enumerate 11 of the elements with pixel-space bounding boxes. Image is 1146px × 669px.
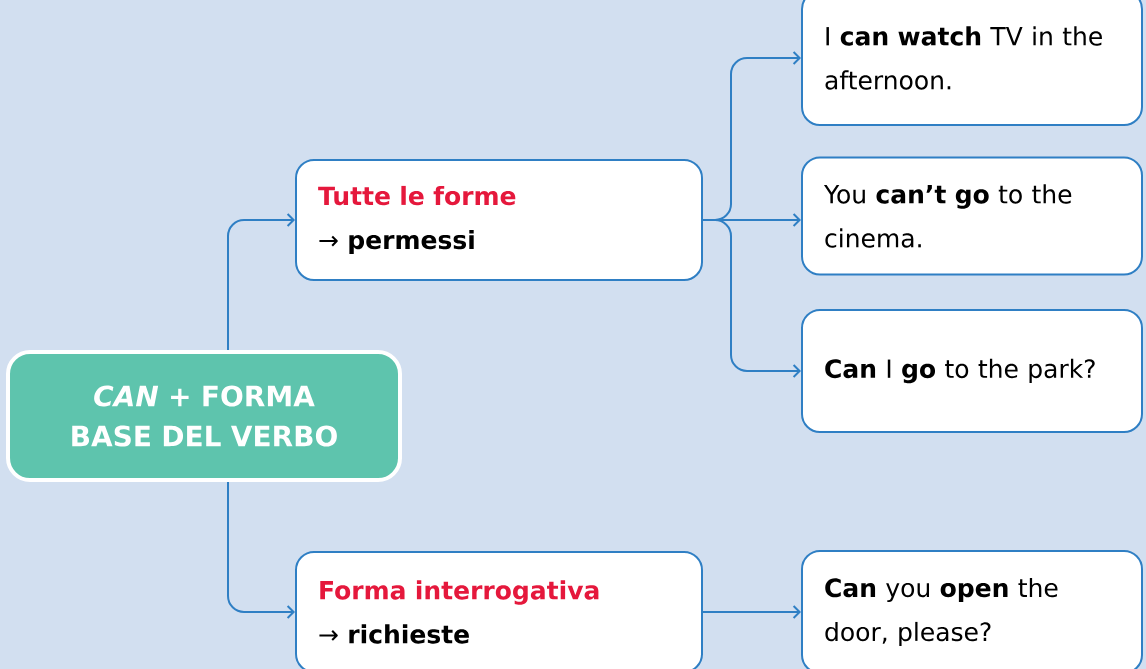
topic-box: CAN + FORMA BASE DEL VERBO bbox=[6, 350, 402, 482]
category-box: Forma interrogativa → richieste bbox=[295, 551, 703, 669]
category-box: Tutte le forme → permessi bbox=[295, 159, 703, 281]
example-box: Can you open the door, please? bbox=[801, 550, 1143, 669]
example-box: Can I go to the park? bbox=[801, 309, 1143, 433]
arrow bbox=[227, 481, 295, 619]
example-box: I can watch TV in the afternoon. bbox=[801, 0, 1143, 126]
arrow bbox=[227, 213, 295, 351]
arrow bbox=[702, 605, 801, 619]
example-box: You can’t go to the cinema. bbox=[801, 156, 1143, 276]
arrow bbox=[702, 219, 801, 378]
